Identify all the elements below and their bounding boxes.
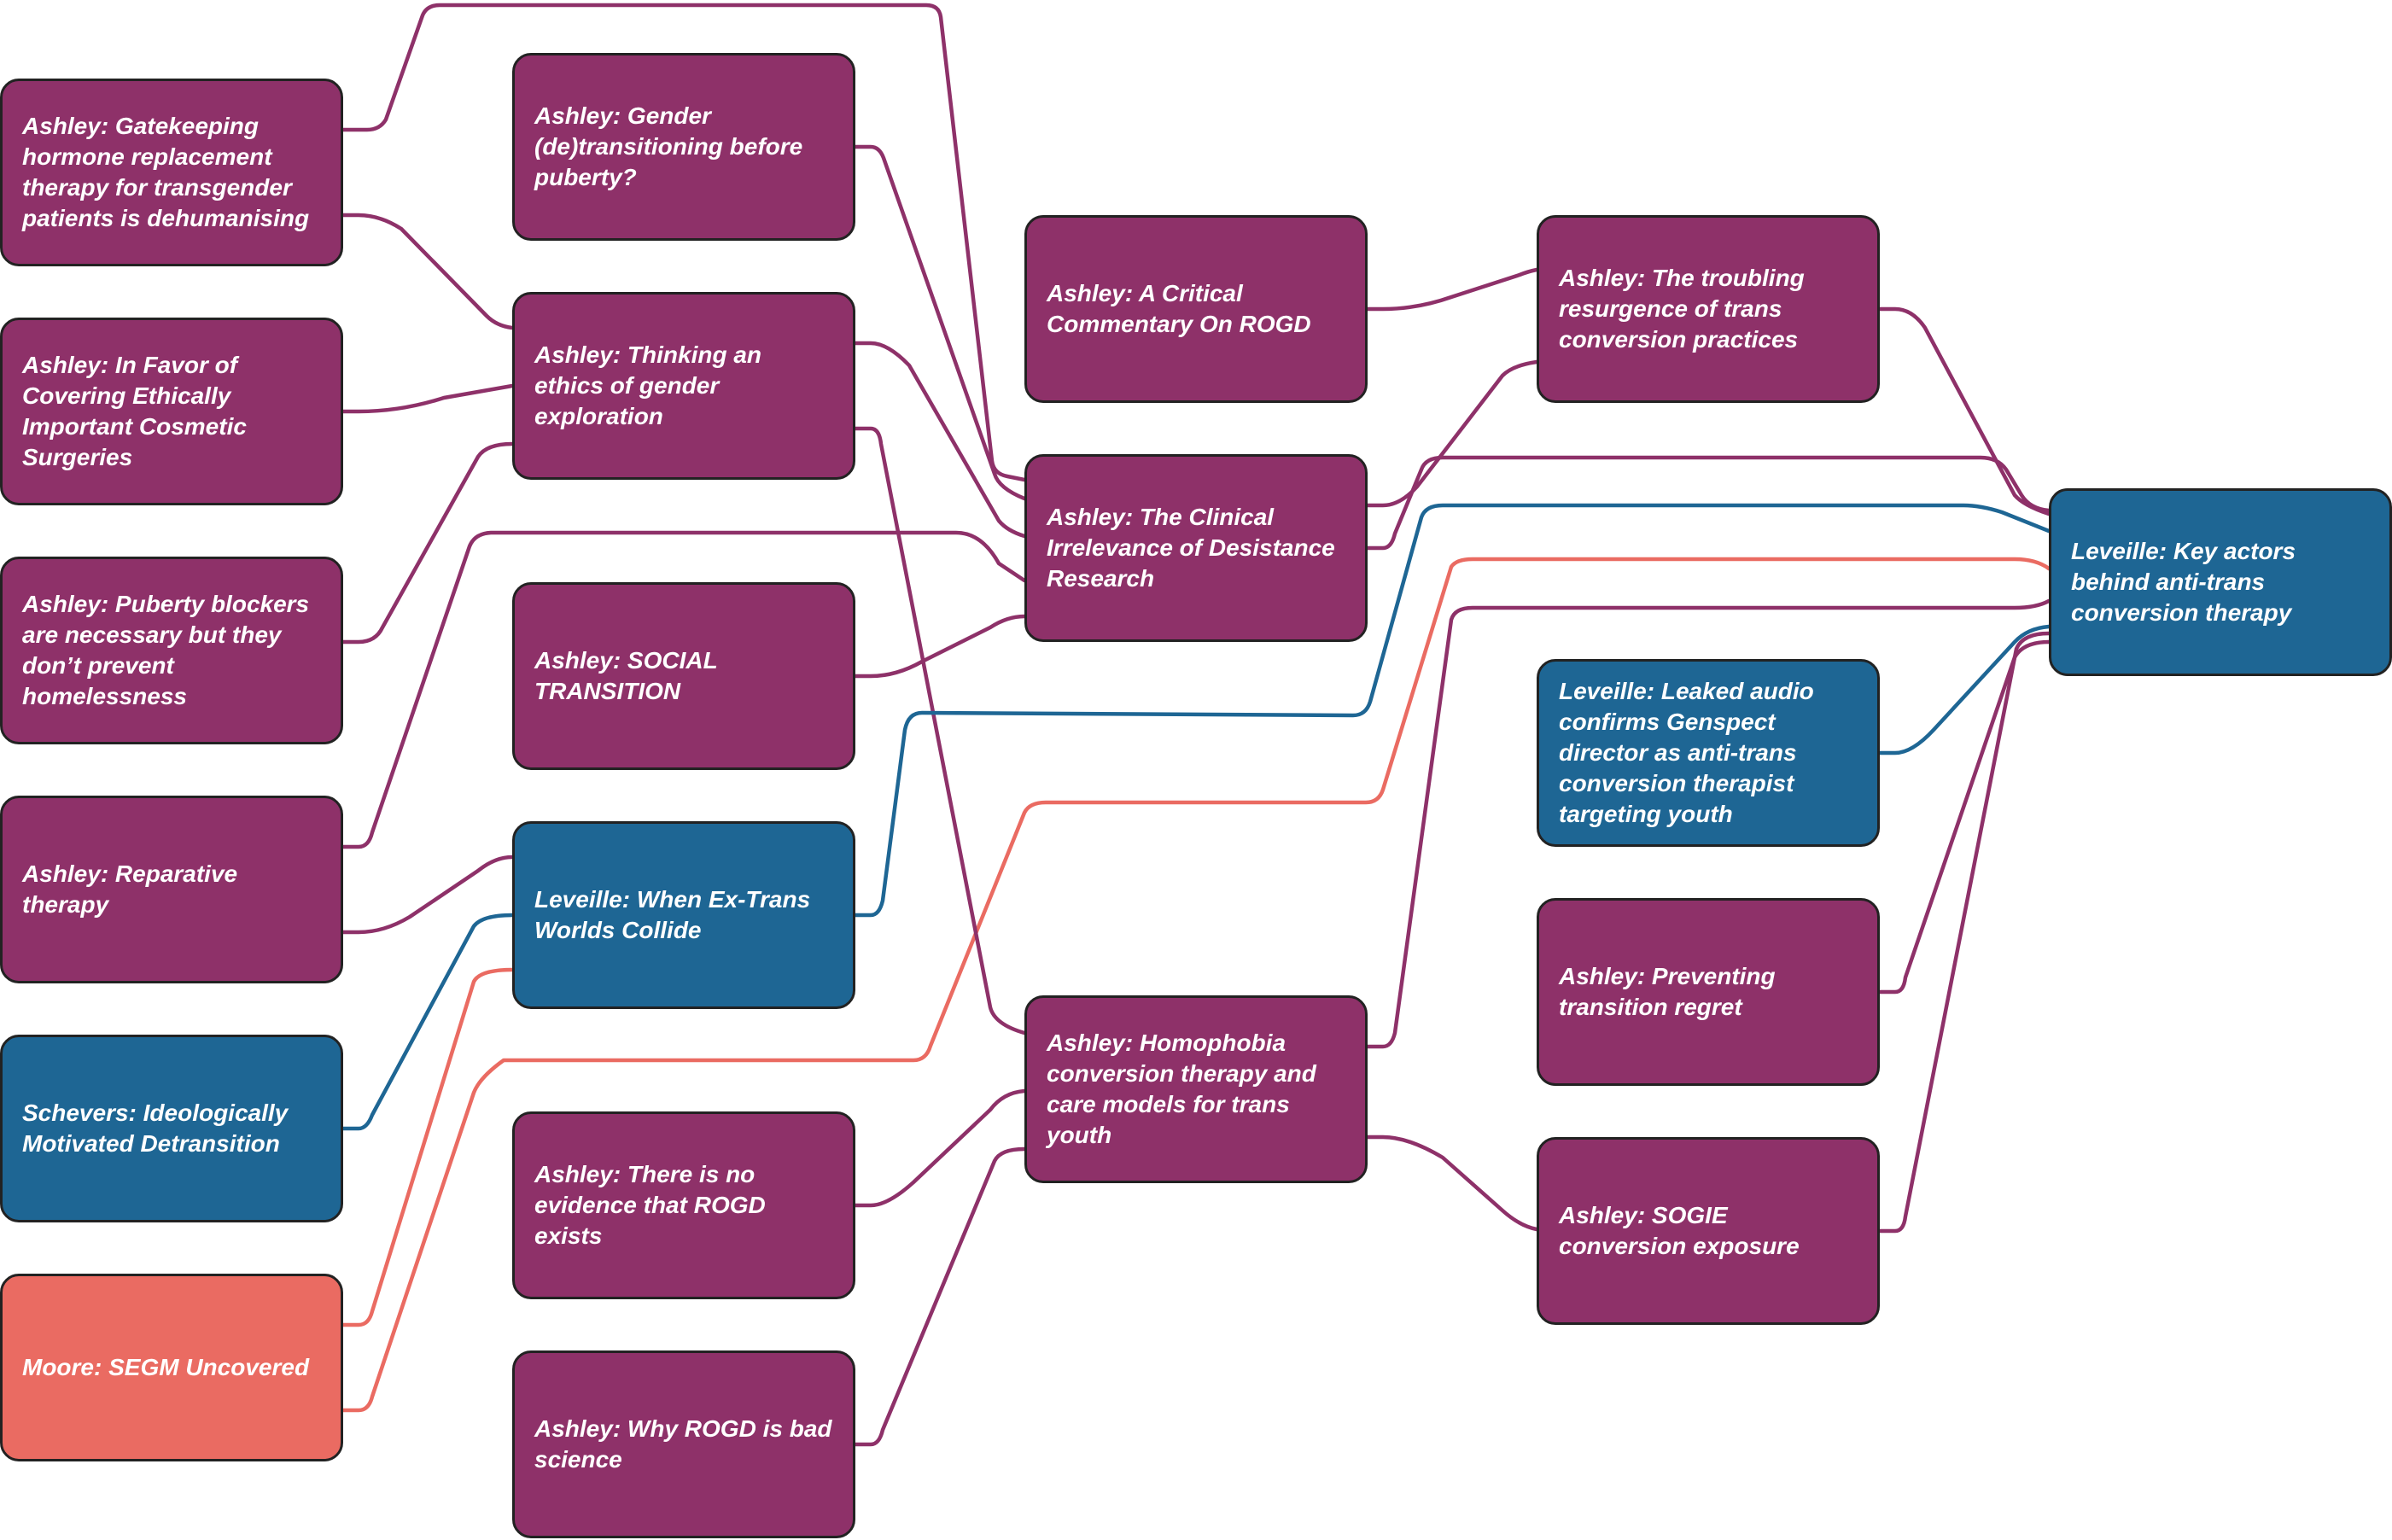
node-key-actors-anti-trans[interactable]: Leveille: Key actors behind anti-trans c…: [2049, 488, 2392, 676]
node-social-transition[interactable]: Ashley: SOCIAL TRANSITION: [512, 582, 855, 770]
edge-puberty-blockers-to-ethics: [341, 441, 515, 645]
node-critical-commentary-rogd[interactable]: Ashley: A Critical Commentary On ROGD: [1024, 215, 1368, 403]
edge-moore-to-key-actors: [341, 557, 2051, 1413]
node-transitioning-before-puberty[interactable]: Ashley: Gender (de)transitioning before …: [512, 53, 855, 241]
edge-pre-puberty-to-desistance: [853, 144, 1027, 501]
edge-social-to-desistance: [853, 614, 1027, 679]
edge-ex-trans-to-key-actors: [853, 503, 2051, 918]
edge-desistance-to-resurgence: [1365, 359, 1539, 508]
edge-leaked-to-key-actors: [1877, 624, 2051, 755]
edge-reparative-to-desistance: [341, 530, 1027, 849]
node-segm-uncovered[interactable]: Moore: SEGM Uncovered: [0, 1274, 343, 1461]
edge-ethics-to-homophobia: [853, 426, 1027, 1035]
node-puberty-blockers[interactable]: Ashley: Puberty blockers are necessary b…: [0, 557, 343, 744]
node-desistance-research[interactable]: Ashley: The Clinical Irrelevance of Desi…: [1024, 454, 1368, 642]
node-reparative-therapy[interactable]: Ashley: Reparative therapy: [0, 796, 343, 983]
node-leaked-audio-genspect[interactable]: Leveille: Leaked audio confirms Genspect…: [1537, 659, 1880, 847]
node-no-evidence-rogd[interactable]: Ashley: There is no evidence that ROGD e…: [512, 1111, 855, 1299]
edge-no-evidence-to-homophobia: [853, 1088, 1027, 1208]
node-ex-trans-worlds-collide[interactable]: Leveille: When Ex-Trans Worlds Collide: [512, 821, 855, 1009]
edge-reparative-to-ex-trans: [341, 855, 515, 935]
node-resurgence-conversion-practices[interactable]: Ashley: The troubling resurgence of tran…: [1537, 215, 1880, 403]
edge-gatekeeping-to-ethics: [341, 213, 515, 330]
edge-moore-to-ex-trans: [341, 967, 515, 1327]
node-ideologically-motivated-detransition[interactable]: Schevers: Ideologically Motivated Detran…: [0, 1035, 343, 1222]
edge-desistance-to-key-actors: [1365, 455, 2051, 551]
edge-cosmetic-to-ethics: [341, 383, 515, 414]
node-rogd-bad-science[interactable]: Ashley: Why ROGD is bad science: [512, 1350, 855, 1538]
node-ethics-of-gender-exploration[interactable]: Ashley: Thinking an ethics of gender exp…: [512, 292, 855, 480]
edge-schevers-to-ex-trans: [341, 913, 515, 1131]
edge-homophobia-to-key-actors: [1365, 598, 2051, 1049]
edge-sogie-to-key-actors: [1877, 631, 2051, 1234]
node-preventing-transition-regret[interactable]: Ashley: Preventing transition regret: [1537, 898, 1880, 1086]
node-cosmetic-surgeries[interactable]: Ashley: In Favor of Covering Ethically I…: [0, 318, 343, 505]
edge-regret-to-key-actors: [1877, 639, 2051, 995]
edge-ethics-to-desistance: [853, 341, 1027, 539]
edge-bad-science-to-homophobia: [853, 1146, 1027, 1447]
node-sogie-conversion-exposure[interactable]: Ashley: SOGIE conversion exposure: [1537, 1137, 1880, 1325]
edge-critical-to-resurgence: [1365, 267, 1539, 312]
node-homophobia-conversion-therapy[interactable]: Ashley: Homophobia conversion therapy an…: [1024, 995, 1368, 1183]
edge-homophobia-to-sogie: [1365, 1135, 1539, 1232]
edge-resurgence-to-key-actors: [1877, 306, 2051, 516]
node-gatekeeping-hrt[interactable]: Ashley: Gatekeeping hormone replacement …: [0, 79, 343, 266]
